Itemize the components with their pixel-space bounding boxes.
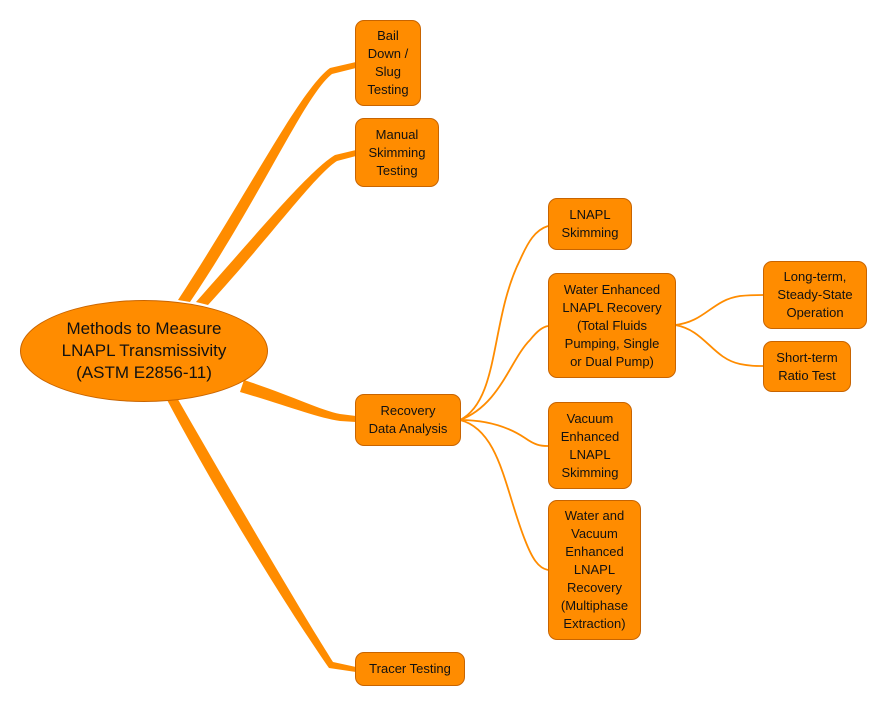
link-recovery-water-vacuum [459, 419, 549, 571]
link-root-manual-skimming [196, 150, 356, 305]
node-short-term-ratio-test[interactable]: Short-term Ratio Test [763, 341, 851, 392]
link-recovery-water-enhanced [459, 325, 549, 421]
node-lnapl-skimming[interactable]: LNAPL Skimming [548, 198, 632, 250]
node-recovery-data-analysis[interactable]: Recovery Data Analysis [355, 394, 461, 446]
node-manual-skimming-testing[interactable]: Manual Skimming Testing [355, 118, 439, 187]
link-water-long-term [674, 294, 764, 326]
link-root-tracer-testing [166, 396, 356, 672]
node-bail-down-slug-testing[interactable]: Bail Down / Slug Testing [355, 20, 421, 106]
node-water-vacuum-enhanced-recovery[interactable]: Water and Vacuum Enhanced LNAPL Recovery… [548, 500, 641, 640]
link-water-short-term [674, 324, 764, 367]
link-root-recovery-data [240, 380, 356, 422]
link-recovery-lnapl-skimming [459, 225, 549, 421]
node-water-enhanced-lnapl-recovery[interactable]: Water Enhanced LNAPL Recovery (Total Flu… [548, 273, 676, 378]
link-root-bail-down [178, 62, 356, 302]
node-vacuum-enhanced-lnapl-skimming[interactable]: Vacuum Enhanced LNAPL Skimming [548, 402, 632, 489]
node-long-term-steady-state[interactable]: Long-term, Steady-State Operation [763, 261, 867, 329]
node-tracer-testing[interactable]: Tracer Testing [355, 652, 465, 686]
root-node[interactable]: Methods to Measure LNAPL Transmissivity … [20, 300, 268, 402]
link-recovery-vacuum-enhanced [459, 419, 549, 447]
